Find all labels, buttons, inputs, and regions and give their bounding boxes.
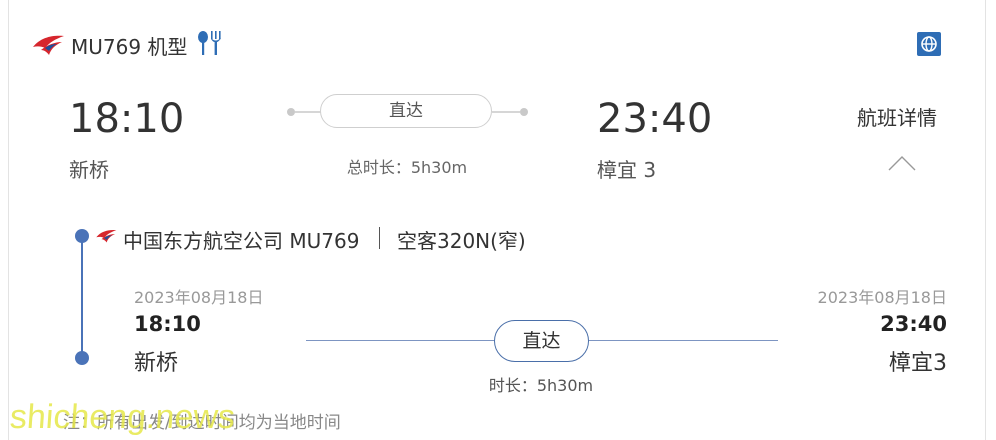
detail-duration: 时长：5h30m bbox=[488, 376, 594, 395]
detail-arrive-time: 23:40 bbox=[880, 312, 947, 336]
airline-logo-small-icon bbox=[96, 230, 117, 243]
depart-date: 2023年08月18日 bbox=[134, 288, 264, 307]
stop-type-pill: 直达 bbox=[320, 94, 492, 128]
airline-logo-icon bbox=[33, 35, 64, 55]
route-end-dot bbox=[520, 108, 528, 116]
timeline-end-dot bbox=[75, 351, 89, 365]
route-line-left bbox=[295, 111, 321, 113]
fork-spoon-icon bbox=[198, 31, 221, 55]
total-duration: 总时长：5h30m bbox=[346, 158, 468, 177]
route-line-right bbox=[492, 111, 520, 113]
depart-airport: 新桥 bbox=[69, 158, 109, 182]
flight-card: MU769 机型 18:10 新桥 直达 总时长：5h30m 23:40 樟宜 … bbox=[8, 0, 986, 440]
globe-icon bbox=[921, 36, 937, 52]
arrive-time: 23:40 bbox=[597, 96, 713, 142]
timeline-line bbox=[81, 236, 83, 358]
carrier-flight: 中国东方航空公司 MU769 bbox=[123, 229, 360, 253]
local-time-note: 注：所有出发/到达时间均为当地时间 bbox=[63, 413, 341, 433]
chevron-up-icon[interactable] bbox=[887, 154, 917, 172]
watermark: shicheng.news bbox=[8, 398, 237, 436]
arrive-date: 2023年08月18日 bbox=[817, 288, 947, 307]
arrive-airport: 樟宜 3 bbox=[597, 158, 657, 182]
globe-button[interactable] bbox=[917, 32, 941, 56]
aircraft-type: 空客320N(窄) bbox=[397, 229, 526, 253]
detail-depart-airport: 新桥 bbox=[134, 351, 179, 376]
detail-depart-time: 18:10 bbox=[134, 312, 201, 336]
detail-arrive-airport: 樟宜3 bbox=[889, 351, 947, 376]
flight-header-label: MU769 机型 bbox=[71, 35, 188, 59]
depart-time: 18:10 bbox=[69, 96, 185, 142]
timeline-start-dot bbox=[75, 229, 89, 243]
flight-details-link[interactable]: 航班详情 bbox=[857, 106, 937, 130]
carrier-divider bbox=[379, 227, 380, 249]
route-start-dot bbox=[287, 108, 295, 116]
detail-stop-type-pill: 直达 bbox=[494, 320, 589, 362]
